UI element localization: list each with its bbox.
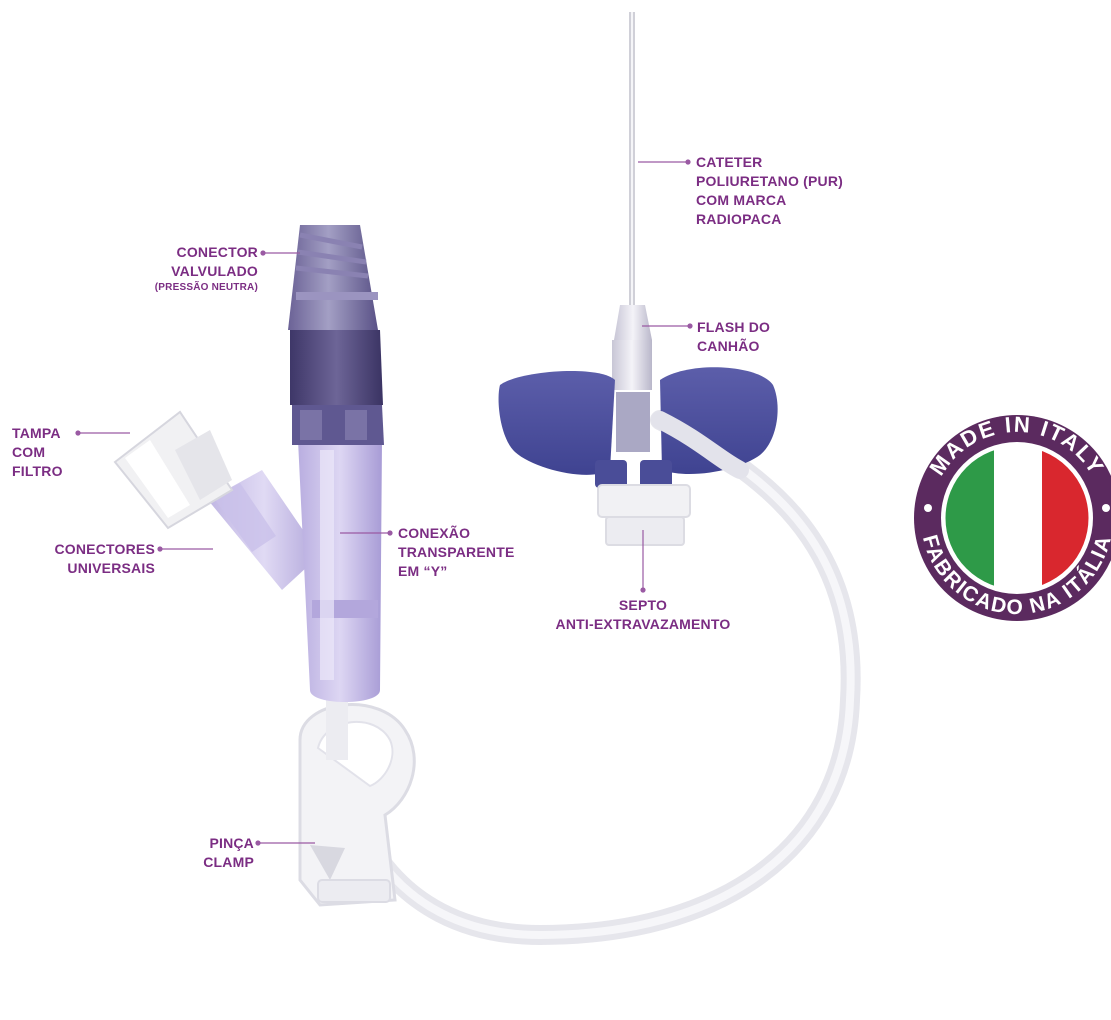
flag-white	[994, 445, 1042, 591]
valved-connector	[288, 225, 384, 445]
septum	[598, 485, 690, 545]
catheter-hub	[612, 305, 652, 452]
label-conectores-universais: CONECTORES UNIVERSAIS	[10, 540, 155, 578]
label-pinca-clamp: PINÇA CLAMP	[170, 834, 254, 872]
y-connector-body	[298, 440, 382, 702]
label-tampa-com-filtro: TAMPA COM FILTRO	[12, 424, 82, 481]
catheter	[629, 12, 635, 312]
label-flash-do-canhao: FLASH DO CANHÃO	[697, 318, 817, 356]
label-septo: SEPTO ANTI-EXTRAVAZAMENTO	[543, 596, 743, 634]
label-conector-valvulado: CONECTOR VALVULADO (PRESSÃO NEUTRA)	[110, 243, 258, 295]
label-conexao-y: CONEXÃO TRANSPARENTE EM “Y”	[398, 524, 538, 581]
made-in-italy-badge: MADE IN ITALY FABRICADO NA ITÁLIA	[914, 412, 1111, 621]
filter-cap	[115, 412, 232, 528]
label-cateter: CATETER POLIURETANO (PUR) COM MARCA RADI…	[696, 153, 896, 229]
